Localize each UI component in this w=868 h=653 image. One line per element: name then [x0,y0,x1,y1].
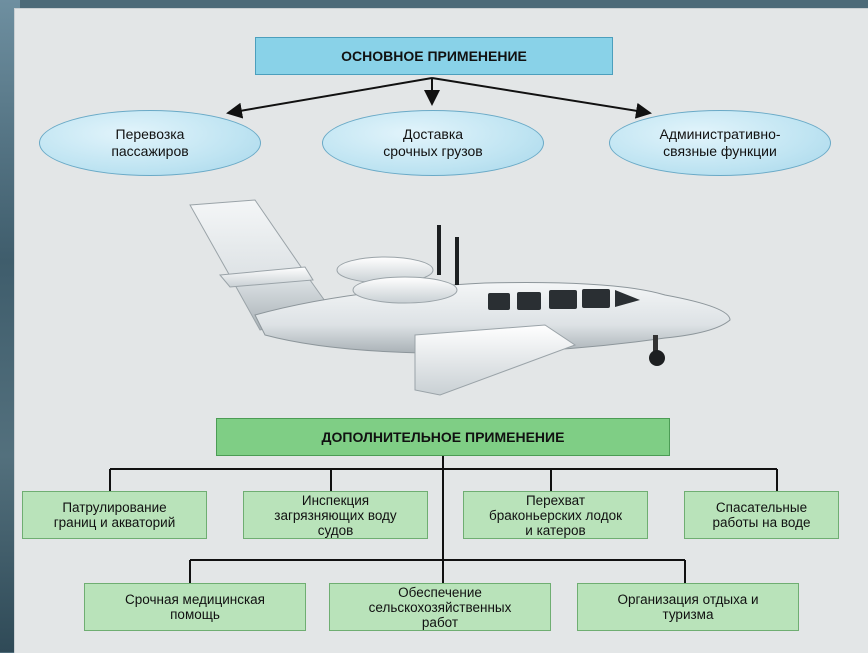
main-use-title: ОСНОВНОЕ ПРИМЕНЕНИЕ [255,37,613,75]
secondary-use-title: ДОПОЛНИТЕЛЬНОЕ ПРИМЕНЕНИЕ [216,418,670,456]
secondary-use-rescue: Спасательные работы на воде [684,491,839,539]
arrow-to-passengers [226,77,433,119]
secondary-use-agriculture: Обеспечение сельскохозяйственных работ [329,583,551,631]
secondary-use-tourism: Организация отдыха и туризма [577,583,799,631]
main-use-passengers: Перевозка пассажиров [39,110,261,176]
secondary-use-inspection: Инспекция загрязняющих воду судов [243,491,428,539]
secondary-use-interception: Перехват браконьерских лодок и катеров [463,491,648,539]
seaplane-illustration [189,199,731,396]
secondary-use-patrol: Патрулирование границ и акваторий [22,491,207,539]
main-use-cargo: Доставка срочных грузов [322,110,544,176]
main-use-admin: Административно- связные функции [609,110,831,176]
secondary-use-medical: Срочная медицинская помощь [84,583,306,631]
arrow-to-admin [431,77,652,119]
